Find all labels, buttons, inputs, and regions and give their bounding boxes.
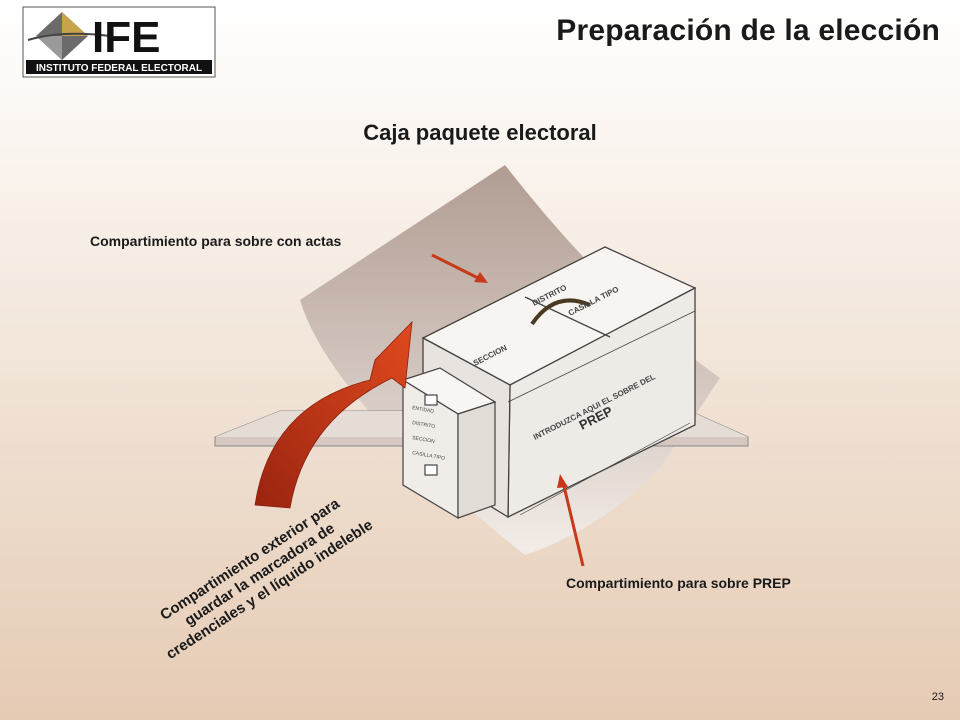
side-seccion-text: SECCION bbox=[412, 435, 436, 445]
logo-subtext: INSTITUTO FEDERAL ELECTORAL bbox=[36, 63, 202, 74]
page-number: 23 bbox=[931, 691, 944, 703]
side-distrito-text: DISTRITO bbox=[412, 420, 436, 430]
ife-logo: IFE INSTITUTO FEDERAL ELECTORAL bbox=[22, 6, 216, 78]
logo-text: IFE bbox=[92, 13, 160, 62]
pointer-actas bbox=[431, 253, 483, 282]
label-prep-compartment: Compartimiento para sobre PREP bbox=[566, 575, 791, 591]
side-entidad-text: ENTIDAD bbox=[412, 405, 435, 415]
side-compartment bbox=[401, 367, 497, 520]
slide-subtitle: Caja paquete electoral bbox=[363, 120, 597, 145]
label-actas-compartment: Compartimiento para sobre con actas bbox=[90, 233, 342, 249]
curved-arrow bbox=[254, 320, 413, 509]
box-handle bbox=[530, 298, 591, 326]
pointer-prep bbox=[561, 481, 585, 567]
slide-title: Preparación de la elección bbox=[556, 14, 940, 47]
side-casilla-text: CASILLA TIPO bbox=[412, 450, 446, 462]
